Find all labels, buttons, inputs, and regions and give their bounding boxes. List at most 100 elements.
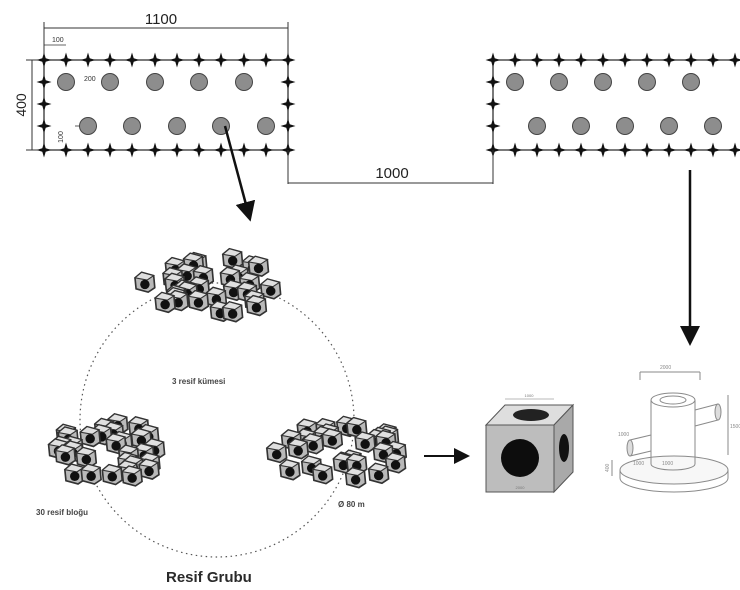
- reef-block: [287, 438, 309, 460]
- reef-unit: [235, 73, 253, 91]
- reef-block: [367, 462, 390, 485]
- tower-bottom-b-label: 1000: [662, 461, 673, 467]
- reef-unit: [616, 117, 634, 135]
- reef-cluster-top: [134, 247, 282, 323]
- reef-block: [75, 446, 98, 469]
- height-dimension: 400 100: [13, 59, 65, 151]
- anchor-star: [551, 52, 567, 68]
- reef-block: [187, 289, 210, 312]
- anchor-star: [683, 142, 699, 158]
- anchor-star: [617, 52, 633, 68]
- reef-block: [321, 428, 344, 450]
- reef-unit: [79, 117, 97, 135]
- tower-left-arm-label: 1000: [618, 432, 629, 438]
- reef-unit: [123, 117, 141, 135]
- anchor-star: [236, 52, 252, 68]
- reef-block: [384, 452, 407, 474]
- gap-dimension: 1000: [287, 150, 494, 184]
- reef-block: [134, 271, 156, 293]
- anchor-star: [617, 142, 633, 158]
- anchor-star: [507, 52, 523, 68]
- anchor-star: [595, 142, 611, 158]
- reef-unit: [101, 73, 119, 91]
- anchor-star: [485, 96, 501, 112]
- reef-unit: [190, 73, 208, 91]
- anchor-star: [58, 142, 74, 158]
- spacing-label: 100: [52, 37, 64, 44]
- spacing-dimension: 100 200: [44, 37, 96, 83]
- anchor-star: [213, 142, 229, 158]
- tower-reef-module: [611, 371, 729, 493]
- reef-grid-right: [485, 52, 740, 158]
- anchor-star: [683, 52, 699, 68]
- tower-base-side-label: 400: [605, 463, 611, 472]
- anchor-star: [102, 142, 118, 158]
- reef-unit: [704, 117, 722, 135]
- anchor-star: [705, 142, 721, 158]
- arrow-to-cluster: [223, 125, 256, 222]
- anchor-star: [213, 52, 229, 68]
- anchor-star: [169, 52, 185, 68]
- anchor-star: [661, 52, 677, 68]
- gap-label: 1000: [375, 165, 408, 182]
- tower-right-label: 1500: [730, 424, 740, 430]
- cluster-group-label: 3 resif kümesi: [172, 377, 226, 386]
- anchor-star: [639, 52, 655, 68]
- anchor-star: [258, 52, 274, 68]
- reef-block: [80, 463, 102, 485]
- reef-block: [121, 465, 143, 487]
- reef-unit: [594, 73, 612, 91]
- width-label: 1100: [145, 11, 177, 28]
- reef-block: [154, 291, 176, 314]
- reef-unit: [528, 117, 546, 135]
- anchor-star: [280, 52, 296, 68]
- anchor-star: [485, 118, 501, 134]
- anchor-star: [639, 142, 655, 158]
- anchor-star: [507, 142, 523, 158]
- reef-unit: [660, 117, 678, 135]
- anchor-star: [529, 52, 545, 68]
- anchor-star: [258, 142, 274, 158]
- reef-block: [279, 459, 301, 481]
- cube-reef-block: 1000 2000: [484, 393, 575, 494]
- tower-dimension-labels: 2000 1500 1000 1000 1000 400: [605, 365, 740, 472]
- anchor-star: [485, 52, 501, 68]
- reef-block: [354, 431, 376, 453]
- anchor-star: [573, 142, 589, 158]
- anchor-star: [191, 142, 207, 158]
- anchor-star: [573, 52, 589, 68]
- reef-unit: [168, 117, 186, 135]
- diameter-label: Ø 80 m: [338, 500, 365, 509]
- anchor-star: [236, 142, 252, 158]
- anchor-star: [36, 142, 52, 158]
- anchor-star: [124, 52, 140, 68]
- anchor-star: [36, 96, 52, 112]
- anchor-star: [551, 142, 567, 158]
- reef-unit: [57, 73, 75, 91]
- anchor-star: [169, 142, 185, 158]
- height-label: 400: [13, 93, 29, 117]
- anchor-star: [36, 118, 52, 134]
- reef-block: [311, 463, 334, 485]
- reef-unit: [257, 117, 275, 135]
- reef-block: [245, 294, 268, 317]
- side-spacing-label: 100: [58, 131, 65, 143]
- reef-block: [101, 463, 124, 486]
- anchor-star: [727, 52, 740, 68]
- anchor-star: [36, 52, 52, 68]
- anchor-star: [80, 142, 96, 158]
- width-dimension: 1100: [43, 11, 289, 62]
- anchor-star: [705, 52, 721, 68]
- diagram-caption: Resif Grubu: [166, 569, 252, 586]
- anchor-star: [102, 52, 118, 68]
- reef-cluster-left: [47, 413, 166, 487]
- reef-block: [265, 441, 288, 464]
- anchor-star: [280, 118, 296, 134]
- circle-spacing-label: 200: [84, 76, 96, 83]
- anchor-star: [191, 52, 207, 68]
- tower-bottom-a-label: 1000: [633, 461, 644, 467]
- reef-block: [344, 466, 367, 489]
- cube-dim-label: 1000: [525, 393, 535, 398]
- reef-block: [79, 425, 101, 448]
- anchor-star: [58, 52, 74, 68]
